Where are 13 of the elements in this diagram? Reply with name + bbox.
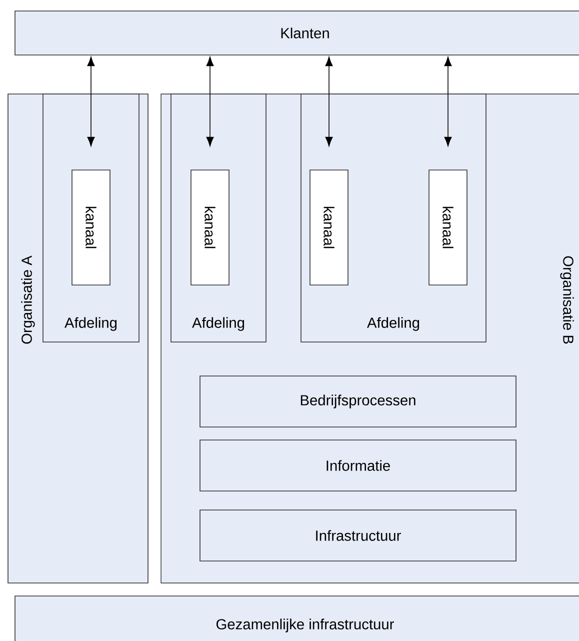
channel-box: kanaal	[310, 170, 348, 286]
channel-box: kanaal	[72, 170, 110, 286]
layer-box: Infrastructuur	[200, 510, 516, 562]
arrow	[87, 56, 95, 146]
band: Gezamenlijke infrastructuur	[14, 596, 579, 641]
layer-box: Informatie	[200, 440, 516, 492]
layer-box: Bedrijfsprocessen	[200, 376, 516, 428]
channel-box: kanaal	[428, 170, 468, 286]
arrow	[444, 56, 452, 146]
arrow	[325, 56, 333, 146]
channel-box: kanaal	[190, 170, 230, 286]
band: Klanten	[14, 10, 579, 56]
arrow	[206, 56, 214, 146]
